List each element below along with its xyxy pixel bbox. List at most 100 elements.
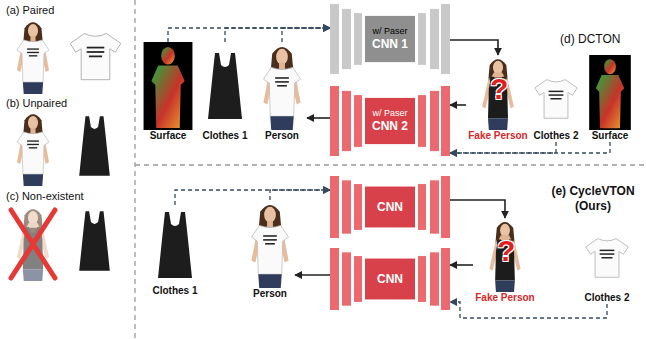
person-photo (17, 114, 49, 186)
solid-arrow (307, 117, 330, 119)
tanktop-photo (79, 211, 110, 270)
separator (135, 0, 646, 339)
image-caption: Clothes 1 (152, 285, 197, 297)
cnn-layer-bar (365, 16, 415, 62)
cnn-layer-bar (342, 91, 351, 151)
cnn-layer-bar (354, 184, 362, 230)
cnn-layer-bar (365, 259, 415, 300)
cnn-layer-bar (441, 86, 450, 156)
image-caption: Clothes 2 (584, 292, 629, 304)
network-name: CNN (377, 200, 403, 214)
cnn-label-area: w/ PaserCNN 2 (365, 98, 415, 144)
cnn-layer-bar (330, 248, 339, 310)
image-area (282, 42, 283, 130)
cnn-layer-bar (365, 98, 415, 144)
image-panel: Clothes 1 (200, 42, 250, 142)
cnn-layer-bar (330, 4, 339, 74)
image-panel: Surface (586, 55, 634, 142)
image-area (168, 42, 169, 130)
image-caption: Surface (150, 130, 187, 142)
cnn-layer-bar (418, 184, 426, 230)
tshirt-photo (70, 34, 121, 80)
fake-person-photo (489, 222, 520, 292)
image-caption: Fake Person (468, 130, 527, 142)
cnn-block: w/ PaserCNN 2 (330, 86, 450, 156)
image-caption: Clothes 1 (202, 130, 247, 142)
dashed-arrow (270, 190, 330, 200)
separator-line (134, 0, 135, 339)
cnn-layer-bar (330, 86, 339, 156)
dashed-arrow (450, 142, 610, 153)
image-panel: Clothes 1 (150, 205, 200, 297)
tanktop-photo (79, 116, 110, 175)
question-mark: ? (490, 70, 508, 108)
cnn-layer-bar (441, 4, 450, 74)
image-caption: Fake Person (475, 292, 534, 304)
solid-arrow (450, 264, 473, 266)
cnn-layer-bar (418, 256, 426, 302)
image-area (270, 200, 271, 288)
network-name: CNN 1 (372, 37, 408, 51)
cnn-label-area: CNN (365, 187, 415, 228)
dashed-arrow (282, 28, 330, 42)
image-area (225, 42, 226, 130)
solid-arrow (450, 104, 466, 106)
image-caption: Clothes 2 (533, 130, 578, 142)
cnn-layer-bar (354, 256, 362, 302)
image-area (556, 55, 557, 130)
tanktop-photo (208, 53, 242, 119)
image-area (610, 55, 611, 130)
cnn-layer-bar (430, 180, 439, 233)
panel-label: (e) CycleVTON (Ours) (544, 184, 642, 214)
dashed-arrow (168, 28, 330, 42)
cnn-layer-bar (441, 248, 450, 310)
cnn-layer-bar (354, 95, 362, 147)
cnn-layer-bar (354, 13, 362, 65)
cnn-layer-bar (430, 252, 439, 305)
cnn-layer-bar (342, 252, 351, 305)
image-panel: Clothes 2 (531, 55, 581, 142)
parser-note: w/ Paser (372, 108, 407, 119)
dashed-arrow (225, 28, 330, 42)
person-photo (251, 205, 288, 288)
cnn-label-area: CNN (365, 259, 415, 300)
network-name: CNN (377, 272, 403, 286)
tshirt-photo (586, 239, 628, 278)
separator-line (135, 164, 646, 165)
image-panel: Person (257, 42, 307, 142)
red-cross (11, 210, 55, 278)
dashed-arrow (175, 190, 330, 205)
panel-label: (d) DCTON (560, 32, 620, 47)
cnn-label-area: w/ PaserCNN 1 (365, 16, 415, 62)
cnn-layer-bar (330, 176, 339, 238)
person-photo (17, 22, 49, 94)
cnn-block: CNN (330, 176, 450, 238)
cnn-layer-bar (418, 95, 426, 147)
image-area (607, 218, 608, 292)
cnn-layer-bar (365, 187, 415, 228)
surface-map (589, 55, 631, 130)
example-pairs (11, 22, 121, 281)
tshirt-photo (535, 80, 577, 119)
solid-arrow (295, 274, 330, 276)
dashed-arrow (450, 142, 556, 153)
cnn-block: CNN (330, 248, 450, 310)
network-name: CNN 2 (372, 119, 408, 133)
person-photo (263, 47, 300, 130)
parser-note: w/ Paser (372, 26, 407, 37)
cnn-layer-bar (430, 91, 439, 151)
cnn-layer-bar (441, 176, 450, 238)
image-caption: Person (253, 288, 287, 300)
image-caption: Surface (592, 130, 629, 142)
cnn-layer-bar (342, 9, 351, 69)
fake-person-photo (482, 59, 514, 130)
image-panel: Surface (143, 42, 193, 142)
question-mark: ? (497, 232, 515, 270)
cnn-layer-bar (418, 13, 426, 65)
surface-map (144, 42, 193, 130)
